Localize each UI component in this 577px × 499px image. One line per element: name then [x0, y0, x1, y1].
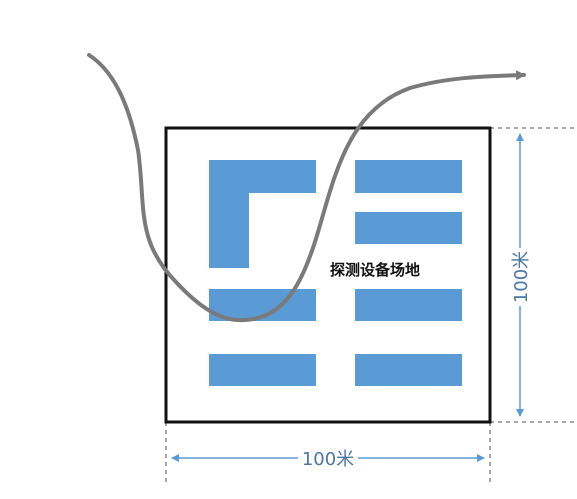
- height-dimension: 100米: [508, 133, 532, 417]
- equipment-blocks: [209, 160, 462, 386]
- height-label-background: [508, 248, 532, 306]
- width-label-background: [298, 446, 358, 470]
- site-border: [164, 126, 492, 424]
- equipment-block: [355, 289, 462, 321]
- trajectory-curve: [87, 53, 526, 323]
- dimension-guides: [165, 127, 575, 483]
- equipment-block: [355, 354, 462, 386]
- width-dimension-label: 100米: [302, 449, 354, 470]
- height-dimension-label: 100米: [511, 251, 532, 303]
- width-dimension: 100米: [171, 446, 485, 470]
- equipment-block: [355, 160, 462, 193]
- equipment-block-l-shape: [209, 160, 316, 268]
- site-label: 探测设备场地: [330, 261, 420, 279]
- equipment-block: [355, 212, 462, 244]
- equipment-block: [209, 354, 316, 386]
